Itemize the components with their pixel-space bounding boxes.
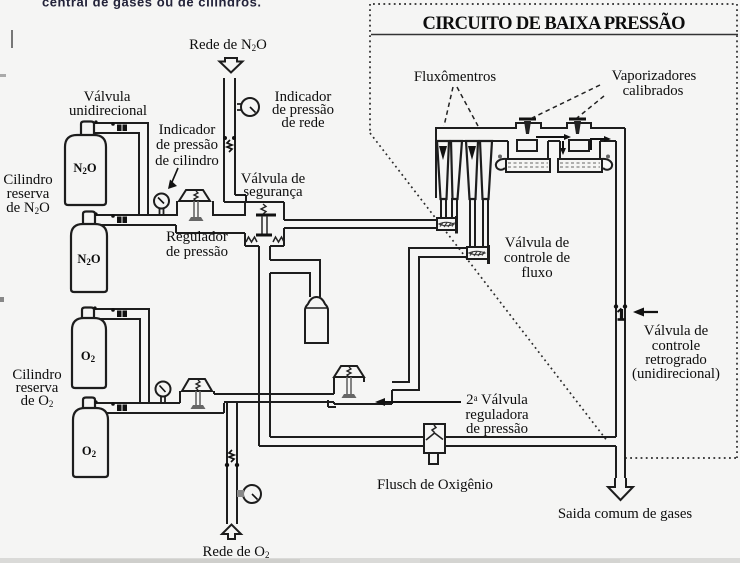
svg-text:de O2: de O2: [21, 393, 54, 409]
svg-text:Fluxômentros: Fluxômentros: [414, 69, 496, 85]
svg-text:de pressão: de pressão: [166, 244, 228, 260]
svg-text:retrogrado: retrogrado: [645, 352, 707, 368]
svg-text:Regulador: Regulador: [166, 229, 228, 245]
svg-text:Cilindro: Cilindro: [12, 367, 61, 383]
svg-text:Indicador: Indicador: [275, 89, 332, 105]
svg-text:de cilindro: de cilindro: [155, 153, 219, 169]
svg-text:Rede de N2O: Rede de N2O: [189, 37, 267, 53]
svg-text:reguladora: reguladora: [465, 407, 529, 423]
svg-text:Rede de O2: Rede de O2: [203, 544, 270, 560]
svg-text:segurança: segurança: [243, 184, 303, 200]
svg-text:fluxo: fluxo: [521, 265, 552, 281]
svg-text:Indicador: Indicador: [159, 122, 216, 138]
svg-text:de pressão: de pressão: [272, 102, 334, 118]
svg-text:Válvula de: Válvula de: [644, 323, 709, 339]
svg-text:controle de: controle de: [504, 250, 571, 266]
svg-text:Válvula de: Válvula de: [241, 171, 306, 187]
svg-text:N2O: N2O: [73, 161, 97, 176]
svg-text:Flusch de Oxigênio: Flusch de Oxigênio: [377, 477, 493, 493]
svg-text:de N2O: de N2O: [6, 200, 50, 216]
svg-text:Válvula: Válvula: [84, 89, 131, 105]
svg-text:Válvula de: Válvula de: [505, 235, 570, 251]
svg-text:(unidirecional): (unidirecional): [632, 366, 720, 382]
svg-text:de pressão: de pressão: [466, 421, 528, 437]
svg-text:central de gases ou de cilindr: central de gases ou de cilindros.: [42, 0, 261, 10]
svg-text:CIRCUITO DE BAIXA PRESSÃO: CIRCUITO DE BAIXA PRESSÃO: [423, 12, 686, 34]
svg-text:N2O: N2O: [77, 252, 101, 267]
svg-text:controle: controle: [652, 338, 701, 354]
svg-text:reserva: reserva: [16, 380, 59, 396]
svg-text:unidirecional: unidirecional: [69, 103, 147, 119]
svg-text:de rede: de rede: [281, 115, 325, 131]
svg-text:2a Válvula: 2a Válvula: [466, 392, 528, 408]
svg-text:Saida comum de gases: Saida comum de gases: [558, 506, 693, 522]
svg-text:de pressão: de pressão: [156, 137, 218, 153]
svg-text:reserva: reserva: [7, 186, 50, 202]
svg-text:calibrados: calibrados: [623, 83, 684, 99]
svg-text:Cilindro: Cilindro: [3, 172, 52, 188]
svg-text:Vaporizadores: Vaporizadores: [612, 68, 697, 84]
